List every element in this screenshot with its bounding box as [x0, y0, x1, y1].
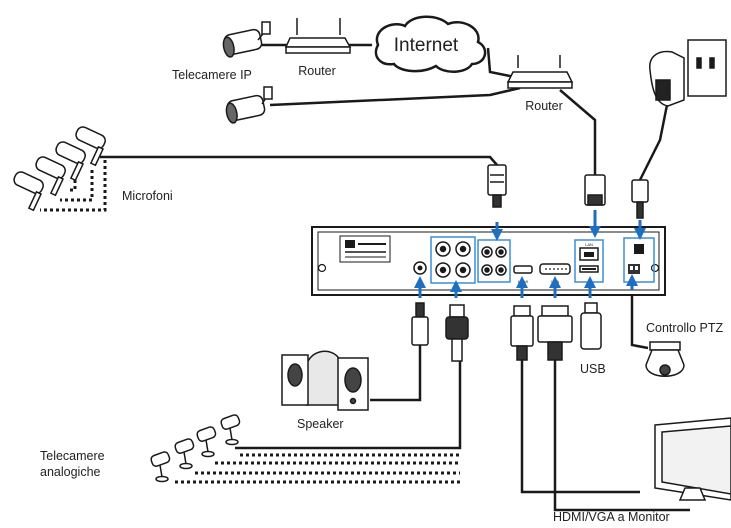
- lan-plug-icon: [584, 174, 606, 206]
- connection-arrows: [414, 210, 646, 298]
- microphones-label: Microfoni: [122, 189, 173, 203]
- router-right-label: Router: [525, 99, 563, 113]
- hdmi-plug-icon: [510, 305, 534, 361]
- ip-camera-bottom-icon: [225, 86, 273, 124]
- lan-port-label: LAN: [585, 242, 593, 247]
- analog-cameras-label-line2: analogiche: [40, 465, 101, 479]
- usb-label: USB: [580, 362, 606, 376]
- bnc-inputs: [430, 236, 476, 284]
- ptz-label: Controllo PTZ: [646, 321, 723, 335]
- audio-out-plug-icon: [411, 302, 429, 346]
- router-right: Router: [506, 55, 574, 113]
- router-top: Router: [284, 18, 352, 78]
- speaker-icon: [281, 350, 369, 411]
- power-adapter-icon: [649, 50, 685, 107]
- audio-inputs: [477, 239, 511, 283]
- vga-plug-icon: [537, 305, 573, 361]
- cables: [100, 43, 690, 512]
- dashed-cables: [40, 160, 460, 484]
- monitor-icon: [654, 417, 731, 501]
- lan-usb-ports: LAN: [574, 239, 604, 283]
- internet-cloud: Internet: [374, 15, 487, 73]
- ip-camera-top-icon: [222, 21, 271, 58]
- bnc-plug-icon: [445, 304, 469, 362]
- internet-label: Internet: [394, 35, 459, 56]
- analog-cameras-label-line1: Telecamere: [40, 449, 105, 463]
- power-outlet-icon: [687, 39, 727, 97]
- dc-plug-icon: [631, 179, 649, 219]
- microphones-icon: [13, 126, 106, 212]
- router-top-label: Router: [298, 64, 336, 78]
- ip-cameras-label: Telecamere IP: [172, 68, 252, 82]
- audio-plug-icon: [487, 164, 507, 208]
- usb-stick-icon: [580, 302, 602, 350]
- ptz-camera-icon: [645, 341, 685, 377]
- analog-cameras-icon: [150, 414, 241, 483]
- hdmi-vga-label: HDMI/VGA a Monitor: [553, 510, 670, 524]
- dvr-unit: [311, 226, 666, 296]
- speaker-label: Speaker: [297, 417, 344, 431]
